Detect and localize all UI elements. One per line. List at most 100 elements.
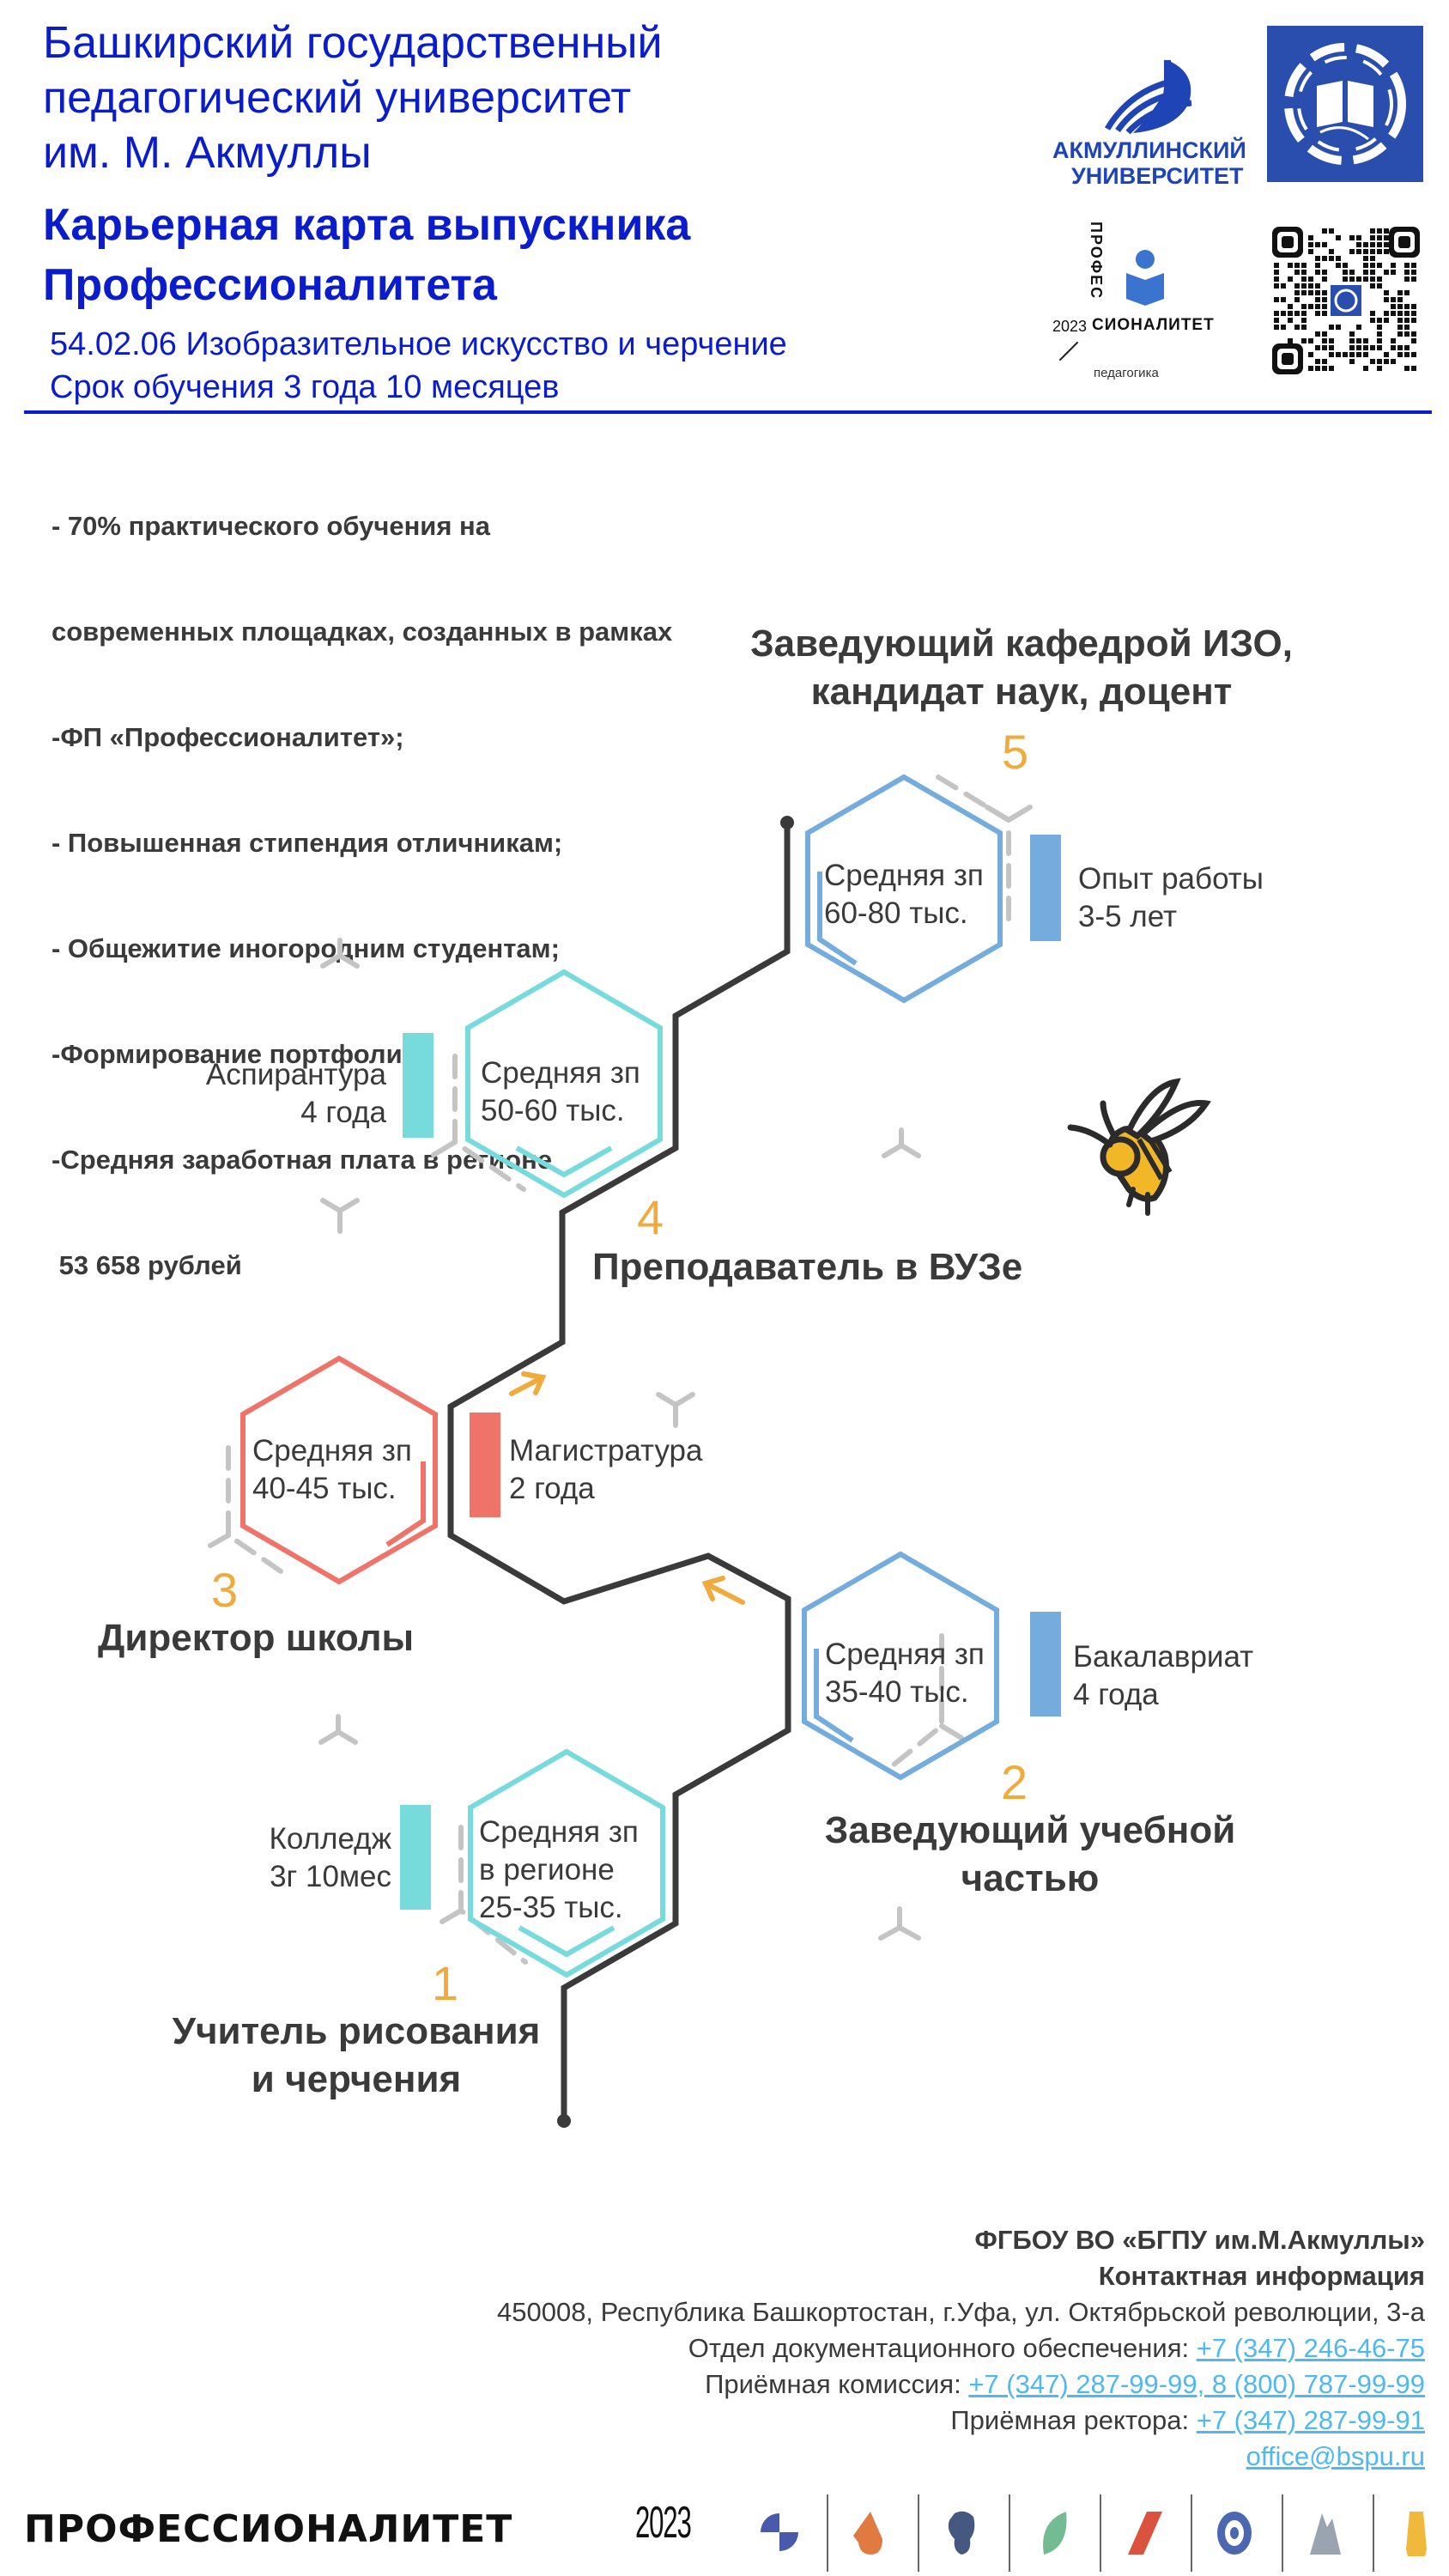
contacts-address: 450008, Республика Башкортостан, г.Уфа, … xyxy=(496,2297,1425,2327)
prof-logo-horizontal-text: СИОНАЛИТЕТ xyxy=(1092,316,1215,334)
step-4-role: Преподаватель в ВУЗе xyxy=(592,1243,1022,1291)
qr-code-icon xyxy=(1270,225,1422,376)
contacts-block: ФГБОУ ВО «БГПУ им.М.Акмуллы» Контактная … xyxy=(497,2222,1425,2475)
benefit-line: 53 658 рублей xyxy=(52,1250,242,1280)
contact-row: Приёмная ректора: +7 (347) 287-99-91 xyxy=(497,2403,1425,2439)
footer-year: 2023 xyxy=(635,2498,692,2548)
step-1-salary: Средняя зп в регионе 25-35 тыс. xyxy=(479,1814,639,1927)
benefit-line: современных площадках, созданных в рамка… xyxy=(52,617,673,647)
orange-drop-icon xyxy=(828,2494,919,2572)
hex2-dashed-edge xyxy=(886,1633,944,1771)
prof-logo-caption: педагогика xyxy=(1094,366,1159,380)
education-line: 4 года xyxy=(1073,1678,1159,1711)
role-line: Заведующий кафедрой ИЗО, xyxy=(750,623,1293,665)
hex-step-5 xyxy=(805,774,1003,1004)
contact-label: Приёмная комиссия: xyxy=(705,2369,969,2399)
bspu-emblem-logo xyxy=(1267,26,1423,182)
hex-inner-accent xyxy=(518,1925,615,1958)
salary-line: Средняя зп xyxy=(825,1637,985,1671)
education-bar-3 xyxy=(470,1413,500,1517)
contacts-org: ФГБОУ ВО «БГПУ им.М.Акмуллы» xyxy=(974,2225,1425,2255)
step-4-education: Аспирантура 4 года xyxy=(172,1056,386,1132)
qr-code[interactable] xyxy=(1270,225,1422,376)
contact-row: Отдел документационного обеспечения: +7 … xyxy=(497,2330,1425,2366)
arrow-up-right-icon xyxy=(509,1371,547,1396)
university-name-line-2: педагогический университет xyxy=(43,73,632,123)
hex-inner-accent xyxy=(385,1461,426,1547)
step-1-role: Учитель рисования и черчения xyxy=(155,2008,558,2104)
contact-row: Приёмная комиссия: +7 (347) 287-99-99, 8… xyxy=(497,2366,1425,2403)
hex-step-1 xyxy=(468,1748,665,1978)
role-line: Учитель рисования xyxy=(172,2010,541,2052)
career-path-line xyxy=(447,823,791,2121)
step-2-education: Бакалавриат 4 года xyxy=(1073,1638,1253,1714)
education-line: 4 года xyxy=(300,1096,386,1129)
phone-link[interactable]: +7 (347) 287-99-99, 8 (800) 787-99-99 xyxy=(968,2369,1425,2399)
hex-outline xyxy=(240,1355,438,1585)
salary-line: 25-35 тыс. xyxy=(479,1891,623,1924)
benefit-line: - Общежитие иногородним студентам; xyxy=(52,933,560,963)
hex-step-3 xyxy=(240,1355,438,1585)
step-3-education: Магистратура 2 года xyxy=(509,1432,702,1508)
phone-link[interactable]: +7 (347) 246-46-75 xyxy=(1196,2333,1425,2363)
hex-inner-accent xyxy=(814,1649,854,1743)
benefits-list: - 70% практического обучения на современ… xyxy=(52,438,672,1318)
hex2-y-joint xyxy=(939,1723,964,1741)
step-1-number: 1 xyxy=(432,1956,459,2010)
hex1-y-joint xyxy=(440,1908,464,1924)
gray-mountain-icon xyxy=(1282,2494,1374,2572)
akmulla-logo-text-2: УНИВЕРСИТЕТ xyxy=(1071,163,1244,189)
benefit-line: - Повышенная стипендия отличникам; xyxy=(52,828,563,858)
role-line: частью xyxy=(961,1857,1100,1899)
hex5-y-joint xyxy=(985,805,1033,823)
salary-line: Средняя зп xyxy=(824,859,984,892)
education-bar-2 xyxy=(1030,1612,1061,1716)
decor-y-mark-icon xyxy=(656,1392,695,1428)
step-3-role: Директор школы xyxy=(98,1614,414,1662)
professionalitet-pedagogy-logo: ПРОФЕС СИОНАЛИТЕТ 2023 педагогика xyxy=(1052,222,1233,385)
prof-logo-vertical-text: ПРОФЕС xyxy=(1088,222,1105,301)
hex-step-4 xyxy=(465,969,663,1199)
step-5-number: 5 xyxy=(1002,725,1029,779)
education-bar-1 xyxy=(400,1805,431,1910)
email-link[interactable]: office@bspu.ru xyxy=(1246,2441,1425,2471)
program-code: 54.02.06 Изобразительное искусство и чер… xyxy=(50,326,787,362)
salary-line: 60-80 тыс. xyxy=(824,896,968,930)
phone-link[interactable]: +7 (347) 287-99-91 xyxy=(1196,2405,1425,2435)
green-leaf-icon xyxy=(1009,2494,1101,2572)
education-line: 2 года xyxy=(509,1472,595,1505)
university-name-line-1: Башкирский государственный xyxy=(43,18,663,68)
salary-line: Средняя зп xyxy=(252,1434,412,1467)
akmulla-wave-icon xyxy=(1104,60,1192,135)
role-line: Директор школы xyxy=(98,1617,415,1659)
salary-line: Средняя зп xyxy=(479,1815,639,1849)
hex3-y-joint xyxy=(208,1533,231,1548)
decor-y-mark-icon xyxy=(320,1198,360,1234)
contact-label: Отдел документационного обеспечения: xyxy=(688,2333,1197,2363)
hex-outline xyxy=(465,969,663,1199)
step-3-salary: Средняя зп 40-45 тыс. xyxy=(252,1432,412,1508)
decor-marks xyxy=(318,938,921,1941)
hex4-y-joint xyxy=(431,1139,458,1157)
benefit-line: -Формирование портфолио; xyxy=(52,1039,427,1069)
education-line: Магистратура xyxy=(509,1434,703,1467)
education-line: Бакалавриат xyxy=(1073,1640,1254,1674)
footer-brand: ПРОФЕССИОНАЛИТЕТ xyxy=(24,2507,513,2551)
navy-head-icon xyxy=(919,2494,1010,2572)
education-line: Аспирантура xyxy=(205,1058,386,1091)
step-4-salary: Средняя зп 50-60 тыс. xyxy=(481,1054,640,1130)
salary-line: 40-45 тыс. xyxy=(252,1472,397,1505)
path-start-dot xyxy=(557,2114,571,2128)
salary-line: Средняя зп xyxy=(481,1056,640,1090)
benefit-line: - 70% практического обучения на xyxy=(52,511,491,541)
hex-inner-accent xyxy=(515,1145,613,1178)
role-line: Заведующий учебной xyxy=(824,1809,1236,1851)
education-line: 3г 10мес xyxy=(270,1860,391,1893)
open-book-emblem-icon xyxy=(1284,43,1406,165)
contacts-heading: Контактная информация xyxy=(1098,2261,1425,2291)
benefit-line: -ФП «Профессионалитет»; xyxy=(52,722,404,752)
hex-outline xyxy=(805,774,1003,1004)
reader-book-icon xyxy=(1126,250,1164,306)
step-2-salary: Средняя зп 35-40 тыс. xyxy=(825,1636,985,1711)
